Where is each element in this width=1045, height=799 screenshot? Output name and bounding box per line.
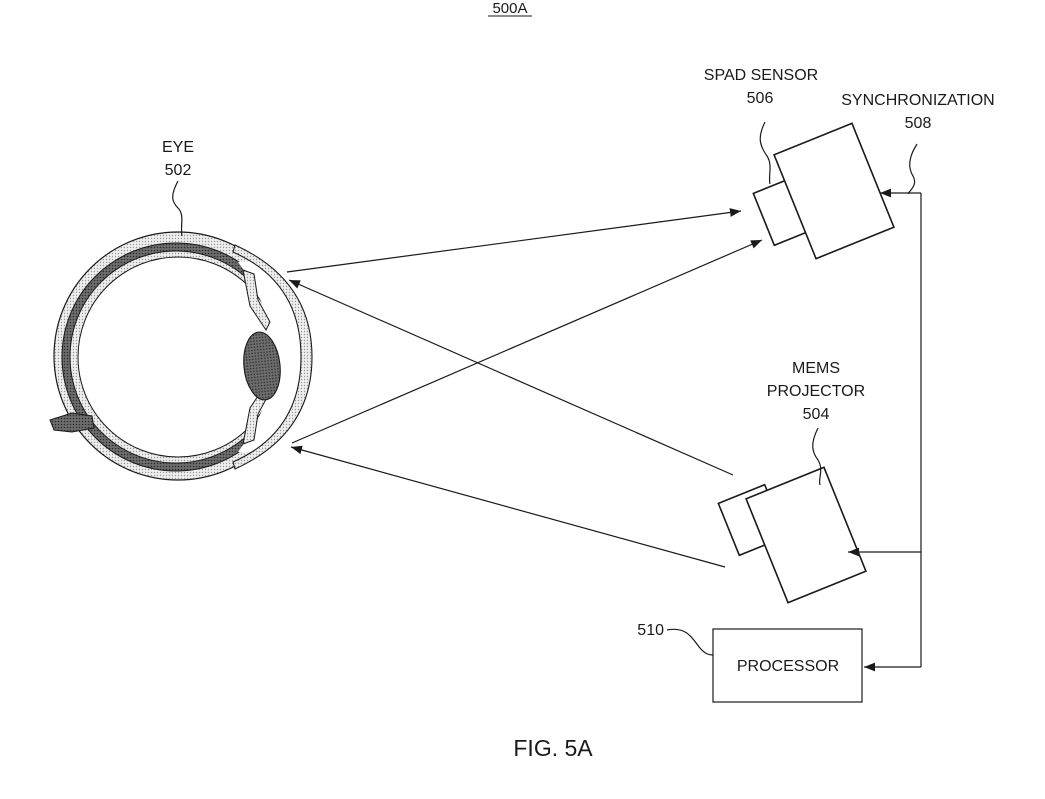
processor-box [712, 628, 863, 703]
eye-ref: 502 [165, 162, 192, 179]
synchronization-bus [848, 188, 922, 672]
light-rays [286, 208, 763, 568]
processor-label: PROCESSOR [737, 658, 839, 675]
synchronization-leader [907, 143, 918, 195]
figure-reference: 500A [492, 0, 527, 17]
eye-leader [172, 180, 183, 237]
spad-sensor-device [752, 122, 895, 260]
eye-lens [243, 331, 281, 401]
eye-label: EYE [162, 139, 194, 156]
ray-projector-to-eye-top [288, 279, 734, 476]
mems-ref: 504 [803, 406, 830, 423]
processor-leader [666, 628, 714, 656]
synchronization-ref: 508 [905, 115, 932, 132]
mems-projector-main-box [745, 466, 867, 604]
ray-projector-to-eye-bottom [290, 445, 726, 568]
ray-eye-to-sensor-top [286, 208, 742, 273]
eye-upper-iris [242, 269, 271, 331]
processor-ref: 510 [637, 622, 664, 639]
mems-label-line2: PROJECTOR [767, 383, 865, 400]
spad-sensor-main-box [773, 122, 895, 260]
eye-optic-nerve [49, 412, 95, 433]
mems-label-line1: MEMS [792, 360, 840, 377]
spad-sensor-ref: 506 [747, 90, 774, 107]
spad-sensor-leader [759, 121, 771, 185]
figure-caption: FIG. 5A [513, 735, 593, 761]
ray-eye-to-sensor-bottom [291, 239, 763, 444]
synchronization-label: SYNCHRONIZATION [841, 92, 994, 109]
eye-cornea [232, 244, 313, 470]
mems-leader [812, 427, 822, 486]
spad-sensor-label: SPAD SENSOR [704, 67, 818, 84]
mems-projector-device [717, 466, 867, 604]
eye-drawing [49, 231, 313, 481]
